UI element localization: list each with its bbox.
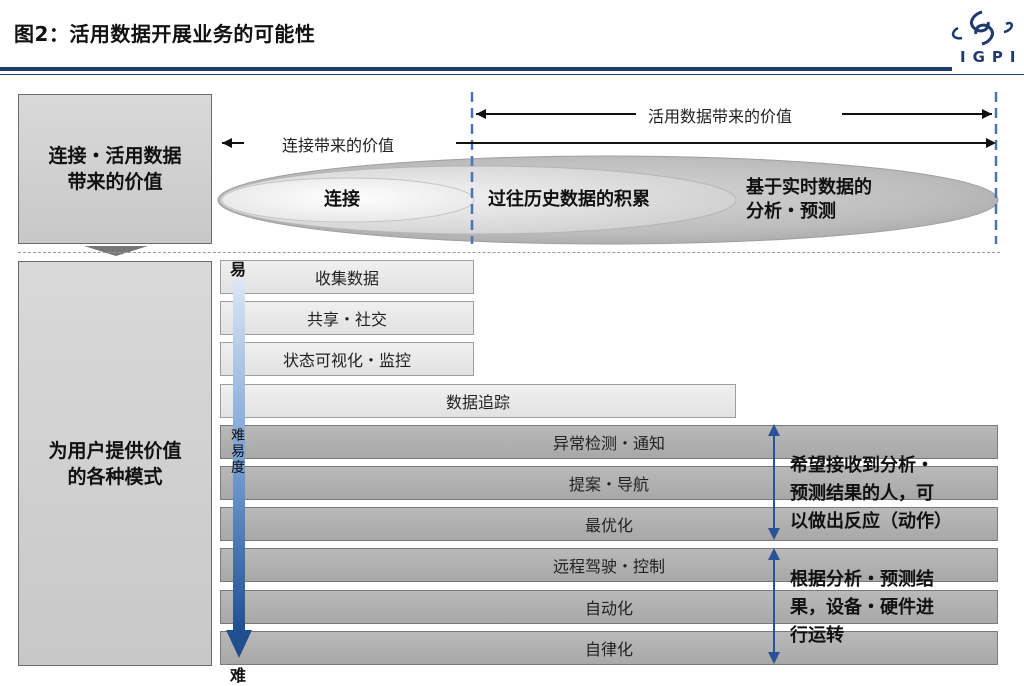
mode-row-label: 数据追踪 bbox=[445, 393, 510, 412]
header-rule bbox=[0, 67, 952, 71]
mode-row-label: 自律化 bbox=[584, 640, 633, 659]
arrow-right-icon bbox=[982, 109, 992, 119]
mode-row-label: 远程驾驶・控制 bbox=[552, 557, 665, 576]
mode-row: 最优化 bbox=[220, 507, 998, 541]
mode-row: 共享・社交 bbox=[220, 301, 474, 335]
mode-row: 远程驾驶・控制 bbox=[220, 548, 998, 582]
page-title: 图2：活用数据开展业务的可能性 bbox=[14, 22, 316, 46]
mode-row-label: 自动化 bbox=[584, 599, 633, 618]
annotation-arrows bbox=[768, 424, 780, 664]
down-arrow-icon bbox=[226, 630, 252, 658]
modes-panel: 为用户提供价值 的各种模式 bbox=[18, 261, 212, 666]
mode-row-label: 共享・社交 bbox=[306, 310, 387, 329]
value-diagram bbox=[217, 92, 999, 245]
mode-row-label: 异常检测・通知 bbox=[552, 434, 665, 453]
mode-row-label: 收集数据 bbox=[314, 269, 379, 288]
data-value-label: 活用数据带来的价值 bbox=[642, 103, 799, 127]
connection-value-label: 连接带来的价值 bbox=[276, 132, 401, 156]
mode-row: 收集数据 bbox=[220, 260, 474, 294]
arrow-left-icon bbox=[476, 109, 486, 119]
mode-row: 提案・导航 bbox=[220, 466, 998, 500]
up-arrow-icon bbox=[768, 548, 780, 560]
connect-ellipse-label: 连接 bbox=[324, 189, 360, 210]
logo-mark-icon bbox=[951, 10, 1013, 46]
hard-label: 难 bbox=[230, 666, 247, 685]
down-arrow-icon bbox=[768, 528, 780, 540]
arrow-right-icon bbox=[986, 138, 996, 148]
value-panel-label: 连接・活用数据 带来的价值 bbox=[48, 145, 182, 193]
mode-row-label: 状态可视化・监控 bbox=[282, 351, 411, 370]
down-arrow-icon bbox=[84, 246, 148, 256]
section-divider bbox=[18, 252, 1000, 253]
easy-label: 易 bbox=[230, 260, 247, 279]
mode-row: 自律化 bbox=[220, 631, 998, 665]
modes-panel-label: 为用户提供价值 的各种模式 bbox=[48, 439, 182, 488]
react-annotation: 希望接收到分析・ 预测结果的人，可 以做出反应（动作） bbox=[790, 455, 952, 532]
difficulty-label: 难易度 bbox=[231, 428, 245, 476]
mode-row: 数据追踪 bbox=[220, 384, 736, 418]
value-panel: 连接・活用数据 带来的价值 bbox=[18, 94, 212, 244]
arrow-left-icon bbox=[222, 138, 232, 148]
mode-row: 状态可视化・监控 bbox=[220, 342, 474, 376]
mode-row-label: 最优化 bbox=[584, 516, 633, 535]
down-arrow-icon bbox=[768, 652, 780, 664]
mode-row-label: 提案・导航 bbox=[568, 475, 649, 494]
difficulty-arrow bbox=[226, 280, 252, 658]
control-annotation: 根据分析・预测结 果，设备・硬件进 行运转 bbox=[790, 569, 934, 646]
history-ellipse-label: 过往历史数据的积累 bbox=[488, 189, 650, 210]
logo-wordmark: IGPI bbox=[960, 48, 1023, 66]
connect-ellipse bbox=[221, 177, 475, 223]
mode-row: 异常检测・通知 bbox=[220, 425, 998, 459]
igpi-logo: IGPI bbox=[944, 6, 1020, 68]
mode-row: 自动化 bbox=[220, 590, 998, 624]
up-arrow-icon bbox=[768, 424, 780, 436]
header-rule-thin bbox=[0, 74, 1024, 75]
realtime-ellipse-label: 基于实时数据的 分析・预测 bbox=[746, 177, 872, 222]
